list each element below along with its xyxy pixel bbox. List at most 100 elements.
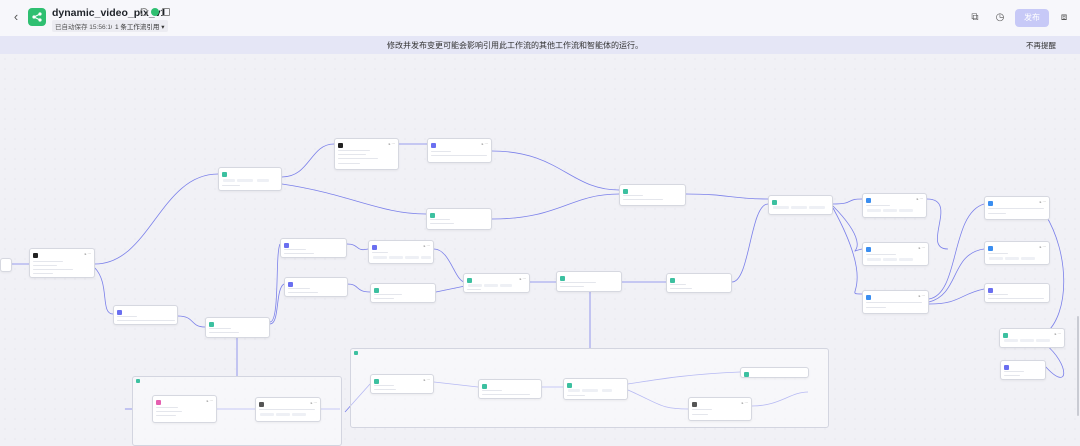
workflow-canvas[interactable]: ▸ ··· ▸ ··· ▸ ··· (0, 54, 1080, 446)
more-icon[interactable]: ▸ ··· (1039, 200, 1046, 204)
batch-icon (136, 379, 140, 383)
banner-message: 修改并发布变更可能会影响引用此工作流的其他工作流和智能体的运行。 (387, 41, 643, 50)
llm-icon (117, 309, 122, 315)
more-icon[interactable]: ▸ ··· (1054, 332, 1061, 336)
image-plugin-icon (156, 399, 161, 405)
node-loop-condition[interactable] (563, 378, 628, 400)
node-plugin-g[interactable]: ▸ ··· (984, 241, 1050, 265)
plugin-icon (33, 252, 38, 258)
info-icon[interactable] (140, 8, 148, 16)
node-plugin-b[interactable]: ▸ ··· (368, 240, 434, 264)
edit-icon[interactable] (162, 8, 170, 16)
code-icon (1003, 332, 1008, 338)
more-icon[interactable]: ▸ ··· (481, 142, 488, 146)
node-loop-code[interactable] (478, 379, 542, 399)
node-code-5[interactable] (556, 271, 622, 292)
node-code-2[interactable] (426, 208, 492, 230)
node-code-6[interactable] (666, 273, 732, 293)
edge (751, 391, 809, 407)
more-icon[interactable]: ▸ ··· (84, 252, 91, 256)
node-llm-b[interactable]: ▸ ··· (427, 138, 492, 163)
plugin-icon (338, 142, 343, 148)
node-plugin-e[interactable]: ▸ ··· (862, 290, 929, 314)
plugin-icon (866, 294, 871, 300)
node-code-8[interactable]: ▸ ··· (999, 328, 1065, 348)
code-icon (623, 188, 628, 194)
edge (627, 371, 741, 385)
node-plugin-f[interactable]: ▸ ··· (984, 196, 1050, 220)
edge (926, 198, 949, 250)
back-arrow-icon[interactable]: ‹ (13, 9, 19, 24)
code-icon (772, 199, 777, 205)
edge (685, 193, 769, 200)
node-llm-a[interactable] (113, 305, 178, 325)
code-icon (560, 275, 565, 281)
llm-icon (284, 242, 289, 248)
vertical-scrollbar[interactable] (1077, 316, 1079, 416)
edge (433, 248, 466, 283)
node-plugin-d[interactable]: ▸ ··· (862, 242, 929, 266)
node-llm-d[interactable] (284, 277, 348, 297)
code-icon (467, 277, 472, 283)
node-llm-c[interactable] (280, 238, 347, 258)
more-icon[interactable]: ▸ ··· (423, 378, 430, 382)
edge (281, 183, 427, 215)
break-icon (744, 371, 749, 377)
llm-icon (431, 142, 436, 148)
more-icon[interactable]: ▸ ··· (310, 401, 317, 405)
edge (832, 205, 863, 252)
node-code-1[interactable] (205, 317, 270, 338)
code-icon (482, 383, 487, 389)
warning-banner: 修改并发布变更可能会影响引用此工作流的其他工作流和智能体的运行。 不再提醒 (0, 36, 1080, 54)
edge (627, 389, 689, 410)
edge (832, 207, 863, 295)
edge (346, 243, 369, 251)
node-loop-plugin[interactable]: ▸ ··· (370, 374, 434, 394)
node-batch-plugin[interactable]: ▸ ··· (152, 395, 217, 423)
references-dropdown[interactable]: 1 条工作流引用 ▾ (112, 20, 168, 32)
node-llm-e[interactable] (984, 283, 1050, 303)
node-plugin-a[interactable]: ▸ ··· (334, 138, 399, 170)
node-plugin-c[interactable]: ▸ ··· (862, 193, 927, 218)
more-icon[interactable]: ▸ ··· (423, 244, 430, 248)
code-icon (430, 212, 435, 218)
more-icon[interactable]: ▸ ··· (741, 401, 748, 405)
workflow-logo-icon (28, 8, 46, 26)
more-icon[interactable]: ▸ ··· (206, 399, 213, 403)
edges-layer (12, 143, 1065, 413)
more-icon[interactable]: ▸ ··· (918, 246, 925, 250)
condition-icon (222, 171, 227, 177)
edge (177, 315, 206, 328)
node-code-7[interactable] (768, 195, 833, 215)
duplicate-icon[interactable]: ⧈ (1060, 12, 1068, 23)
edge (346, 283, 371, 293)
end-node[interactable] (1000, 360, 1046, 380)
loop-icon (354, 351, 358, 355)
node-loop-llm[interactable]: ▸ ··· (688, 397, 752, 421)
publish-button[interactable]: 发布 (1015, 9, 1049, 27)
node-code-4[interactable]: ▸ ··· (463, 273, 530, 293)
more-icon[interactable]: ▸ ··· (388, 142, 395, 146)
node-merge[interactable] (619, 184, 686, 206)
more-icon[interactable]: ▸ ··· (1039, 245, 1046, 249)
history-icon[interactable]: ◷ (995, 12, 1005, 23)
more-icon[interactable]: ▸ ··· (918, 294, 925, 298)
llm-icon (288, 281, 293, 287)
edge (435, 285, 466, 293)
partial-node[interactable] (0, 258, 12, 272)
code-icon (670, 277, 675, 283)
start-node[interactable]: ▸ ··· (29, 248, 95, 278)
node-code-3[interactable] (370, 283, 436, 303)
banner-dismiss-link[interactable]: 不再提醒 (1026, 41, 1056, 50)
more-icon[interactable]: ▸ ··· (519, 277, 526, 281)
node-condition-1[interactable] (218, 167, 282, 191)
status-check-icon (151, 8, 159, 16)
avatar (692, 401, 697, 407)
copy-icon[interactable]: ⧉ (971, 12, 979, 23)
node-loop-break[interactable] (740, 367, 809, 378)
node-batch-llm[interactable]: ▸ ··· (255, 397, 321, 422)
plugin-icon (988, 200, 993, 206)
avatar (259, 401, 264, 407)
more-icon[interactable]: ▸ ··· (916, 197, 923, 201)
plugin-icon (866, 197, 871, 203)
